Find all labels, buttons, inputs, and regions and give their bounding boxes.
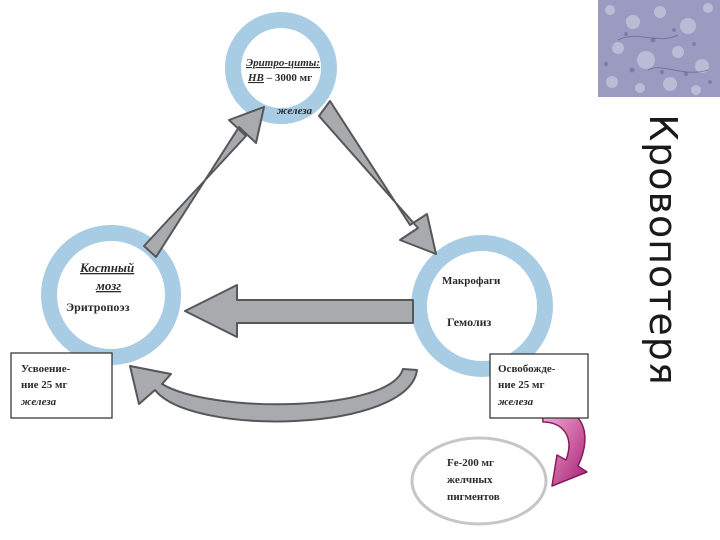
erythrocytes-title: Эритро-циты:	[246, 57, 320, 69]
erythrocytes-iron-label: железа	[277, 105, 313, 117]
side-title-text: Кровопотеря	[641, 114, 685, 386]
release-line-2: ние 25 мг	[498, 379, 545, 391]
erythrocytes-ring	[225, 12, 337, 124]
hb-amount: – 3000 мг	[264, 72, 312, 84]
release-line-3: железа	[498, 396, 534, 408]
macrophage-ring	[411, 235, 553, 377]
macrophages-label: Макрофаги	[442, 275, 501, 287]
hemolysis-label: Гемолиз	[447, 315, 492, 329]
erythropoiesis-label: Эритропоэз	[66, 300, 130, 314]
pigments-line-1: Fe-200 мг	[447, 457, 494, 469]
arrow-macrophages-to-marrow	[184, 284, 414, 338]
marrow-node: Костный мозг Эритропоэз	[66, 260, 134, 314]
release-box: Освобожде- ние 25 мг железа	[489, 353, 589, 419]
marrow-title: Костный	[79, 260, 134, 275]
macrophage-node: Макрофаги Гемолиз	[442, 275, 501, 329]
side-title: Кровопотеря	[603, 100, 720, 400]
pigments-line-3: пигментов	[447, 491, 500, 503]
hb-label: НВ	[247, 72, 264, 84]
arrow-erythrocytes-to-macrophages	[318, 100, 437, 255]
absorption-line-2: ние 25 мг	[21, 379, 68, 391]
marrow-title-2: мозг	[95, 278, 121, 293]
absorption-line-3: железа	[21, 396, 57, 408]
curved-return-arrow	[129, 365, 418, 423]
arrow-marrow-to-erythrocytes	[143, 106, 265, 258]
pigments-node: Fe-200 мг желчных пигментов	[410, 436, 548, 526]
release-line-1: Освобожде-	[498, 363, 556, 375]
erythrocytes-node: Эритро-циты: НВ – 3000 мг железа	[246, 57, 320, 117]
absorption-line-1: Усвоение-	[21, 363, 71, 375]
absorption-box: Усвоение- ние 25 мг железа	[10, 352, 113, 419]
blood-smear-image	[598, 0, 720, 97]
hb-iron-amount: НВ – 3000 мг	[247, 72, 312, 84]
pigments-line-2: желчных	[447, 474, 493, 486]
